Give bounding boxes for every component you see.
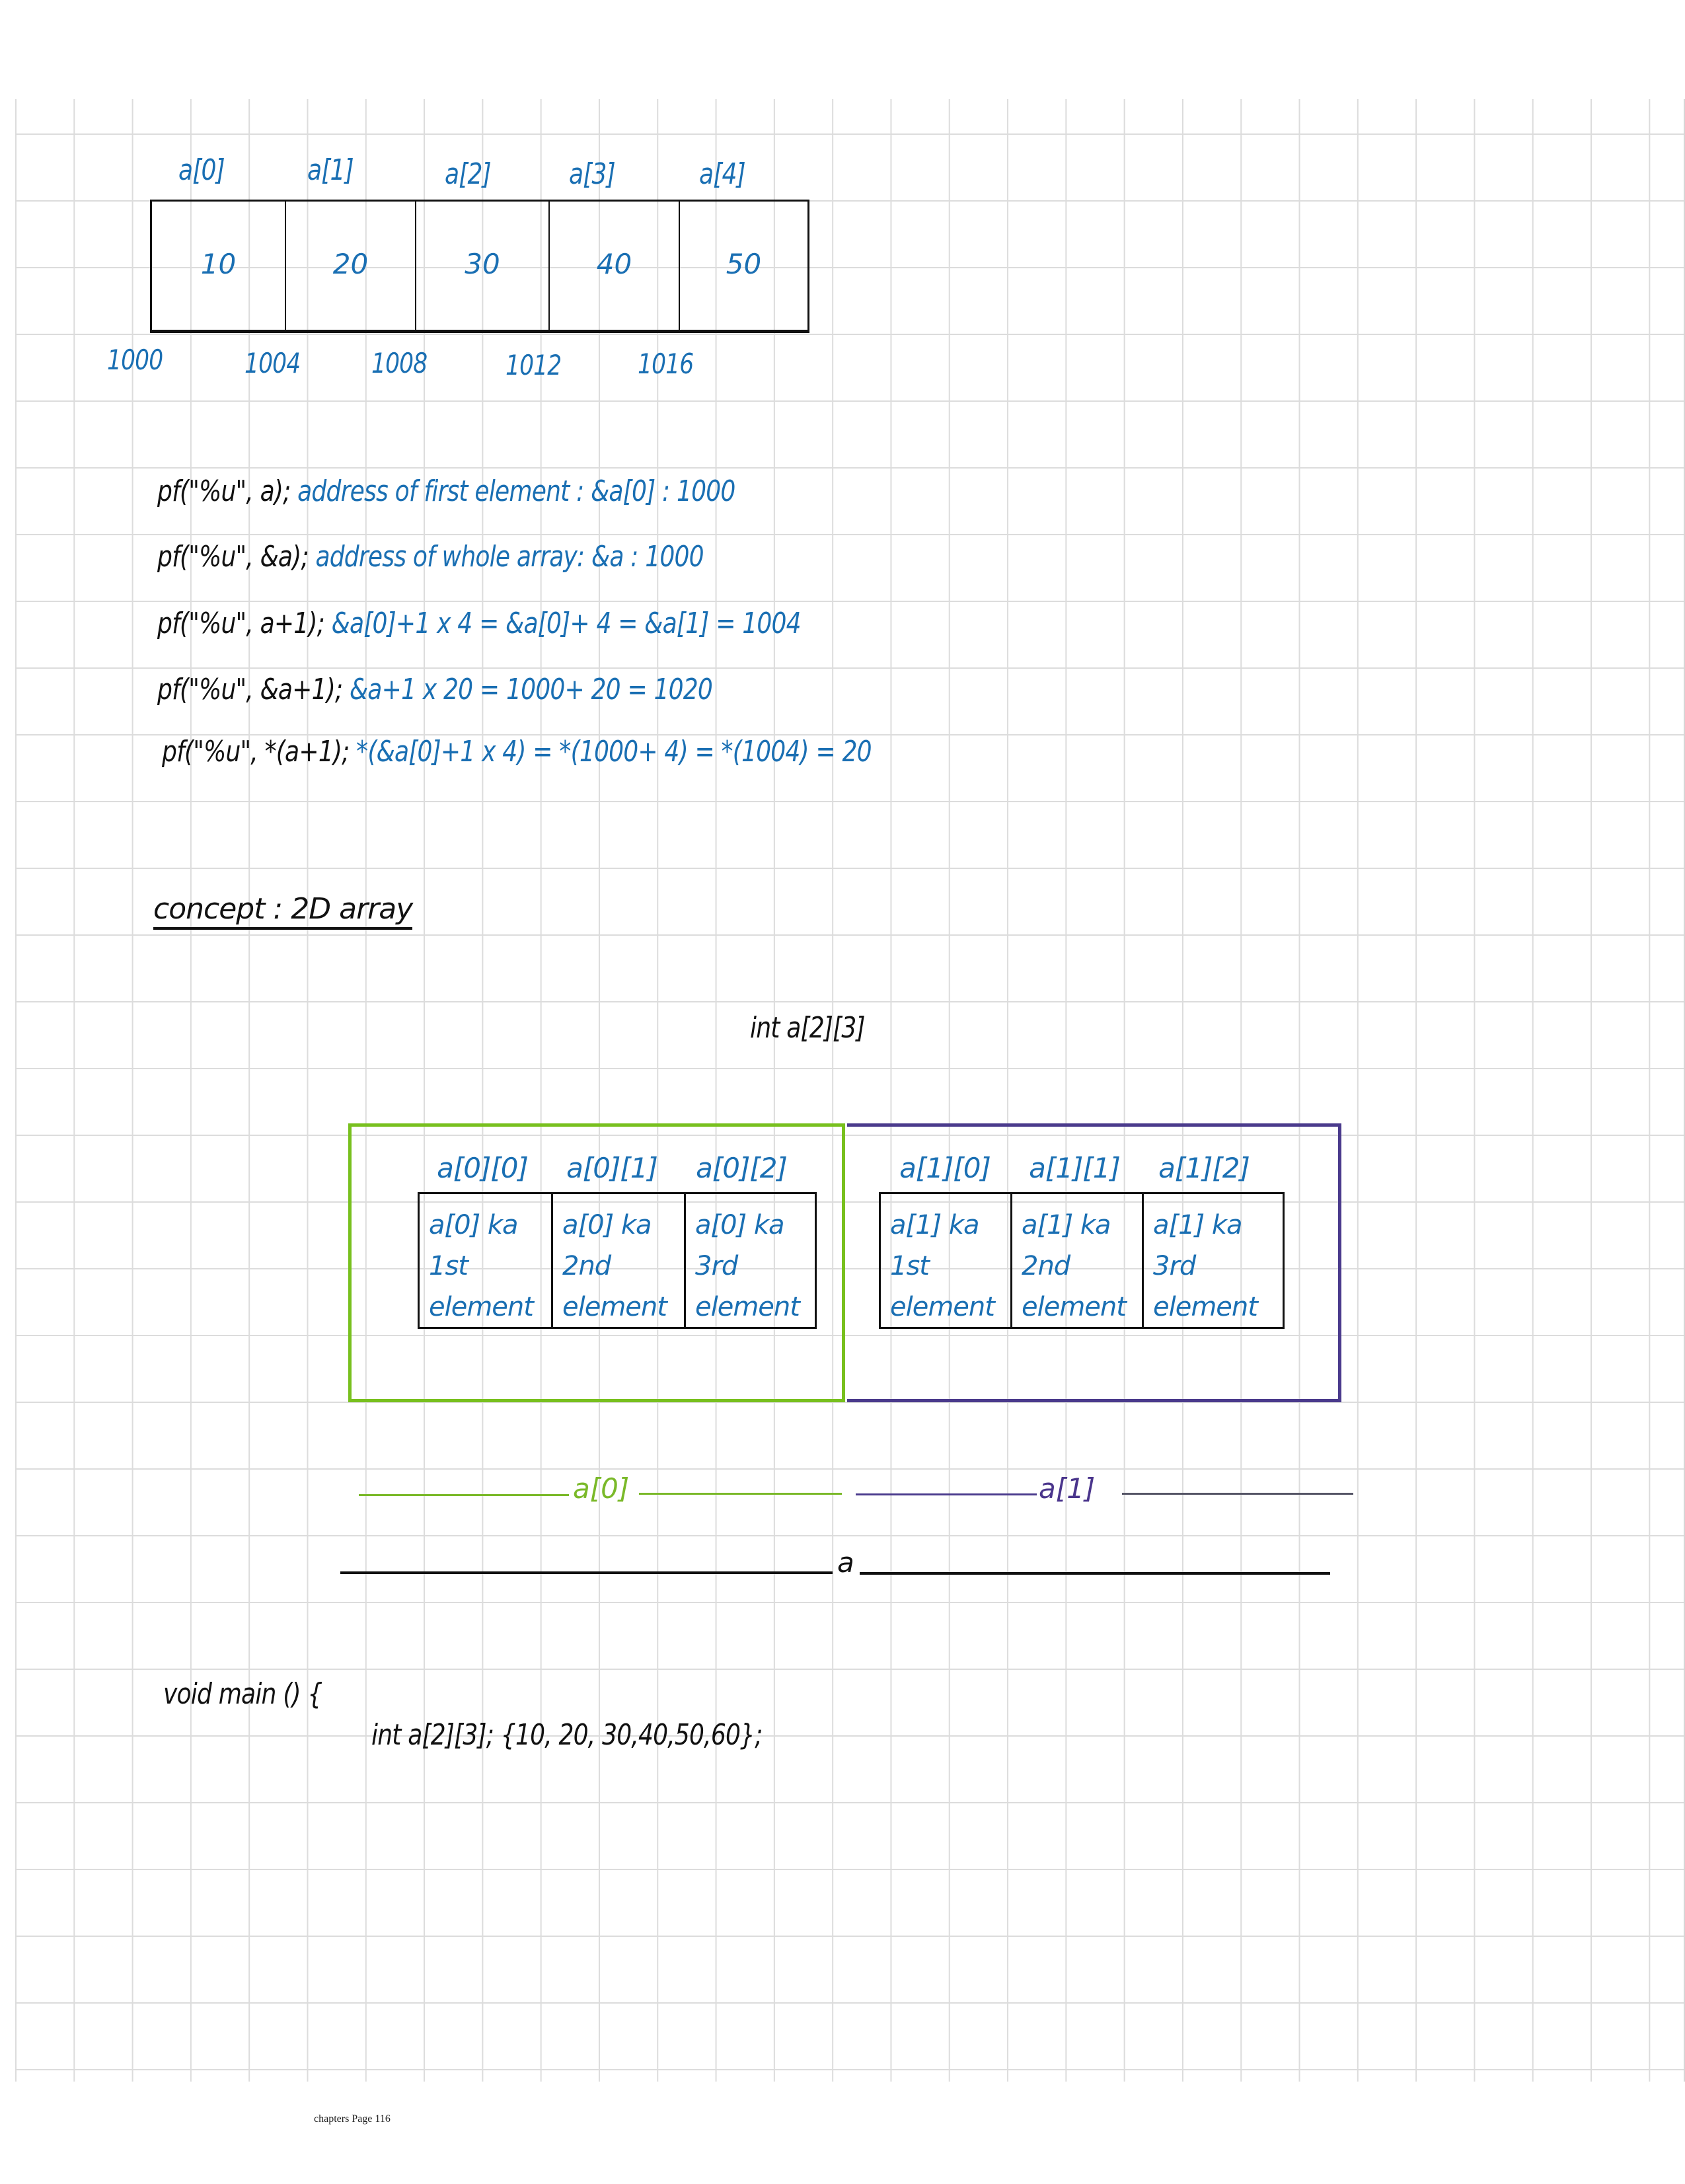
array-index-label: a[1]	[307, 153, 354, 187]
row-0-element-labels: a[0][0] a[0][1] a[0][2]	[418, 1152, 806, 1184]
address-label: 1012	[506, 349, 562, 381]
array-index-label: a[2]	[445, 157, 492, 191]
element-cell: a[0] ka 1st element	[420, 1194, 553, 1327]
code-note: &a[0]+1 x 4 = &a[0]+ 4 = &a[1] = 1004	[331, 607, 802, 640]
cell-line: 2nd	[562, 1251, 611, 1281]
row-1-span-label: a[1]	[1039, 1472, 1096, 1505]
cell-line: element	[695, 1292, 800, 1322]
array-1d-box: 10 20 30 40 50	[150, 200, 809, 333]
grid-paper-background	[15, 99, 1685, 2082]
row-0-group-box: a[0][0] a[0][1] a[0][2] a[0] ka 1st elem…	[348, 1123, 845, 1402]
cell-line: 3rd	[695, 1251, 738, 1281]
address-label: 1004	[244, 347, 301, 379]
element-index-label: a[1][0]	[899, 1152, 991, 1184]
code-text: pf("%u", a+1);	[157, 607, 325, 640]
element-index-label: a[1][2]	[1158, 1152, 1250, 1184]
row-1-element-labels: a[1][0] a[1][1] a[1][2]	[880, 1152, 1269, 1184]
whole-array-span-label: a	[837, 1546, 854, 1579]
element-index-label: a[0][2]	[696, 1152, 788, 1184]
address-label: 1016	[638, 348, 694, 380]
code-note: &a+1 x 20 = 1000+ 20 = 1020	[349, 673, 713, 706]
element-cell: a[0] ka 2nd element	[553, 1194, 686, 1327]
whole-array-span-line-right	[860, 1572, 1330, 1575]
array-value: 30	[465, 248, 500, 280]
cell-line: element	[1022, 1292, 1127, 1322]
element-index-label: a[0][0]	[437, 1152, 529, 1184]
row-0-cells: a[0] ka 1st element a[0] ka 2nd element …	[418, 1192, 817, 1329]
code-line: pf("%u", &a+1); &a+1 x 20 = 1000+ 20 = 1…	[157, 673, 713, 706]
row-0-span-label: a[0]	[573, 1472, 630, 1505]
element-cell: a[1] ka 2nd element	[1012, 1194, 1144, 1327]
cell-line: element	[890, 1292, 995, 1322]
array-cell: 20	[286, 202, 416, 330]
main-function-line: void main () {	[163, 1677, 322, 1711]
row-1-group-box: a[1][0] a[1][1] a[1][2] a[1] ka 1st elem…	[847, 1123, 1341, 1402]
row-0-span-line-left	[359, 1494, 569, 1496]
row-0-span-line-right	[639, 1493, 842, 1495]
section-heading: concept : 2D array	[153, 892, 413, 930]
cell-line: a[0] ka	[562, 1210, 652, 1240]
array-index-label: a[3]	[569, 157, 616, 191]
array-init-line: int a[2][3]; {10, 20, 30,40,50,60};	[371, 1718, 763, 1752]
code-text: pf("%u", &a);	[157, 540, 309, 574]
cell-line: a[0] ka	[695, 1210, 785, 1240]
array-index-label: a[0]	[178, 153, 225, 187]
cell-line: element	[429, 1292, 534, 1322]
cell-line: a[1] ka	[1153, 1210, 1243, 1240]
code-note: address of whole array: &a : 1000	[315, 540, 704, 574]
address-label: 1000	[107, 344, 163, 376]
array-cell: 50	[680, 202, 807, 330]
array-cell: 40	[550, 202, 680, 330]
element-index-label: a[0][1]	[566, 1152, 658, 1184]
array-cell: 10	[152, 202, 286, 330]
code-note: address of first element : &a[0] : 1000	[297, 474, 735, 508]
code-note: *(&a[0]+1 x 4) = *(1000+ 4) = *(1004) = …	[356, 735, 872, 769]
array-cell: 30	[416, 202, 550, 330]
array-value: 10	[200, 248, 237, 280]
row-1-span-line-left	[856, 1493, 1037, 1495]
element-cell: a[1] ka 3rd element	[1144, 1194, 1283, 1327]
code-line: pf("%u", a); address of first element : …	[157, 474, 735, 508]
code-line: pf("%u", &a); address of whole array: &a…	[157, 540, 704, 574]
element-cell: a[0] ka 3rd element	[686, 1194, 815, 1327]
cell-line: 1st	[890, 1251, 930, 1281]
cell-line: a[1] ka	[1022, 1210, 1111, 1240]
page-footer: chapters Page 116	[314, 2113, 391, 2125]
array-value: 20	[332, 248, 369, 280]
array-declaration: int a[2][3]	[750, 1011, 866, 1045]
cell-line: element	[1153, 1292, 1258, 1322]
cell-line: a[0] ka	[429, 1210, 519, 1240]
whole-array-span-line-left	[340, 1571, 833, 1574]
code-text: pf("%u", &a+1);	[157, 673, 343, 706]
cell-line: element	[562, 1292, 667, 1322]
element-index-label: a[1][1]	[1029, 1152, 1121, 1184]
address-label: 1008	[371, 347, 428, 379]
array-value: 50	[726, 248, 762, 280]
cell-line: 3rd	[1153, 1251, 1196, 1281]
array-index-label: a[4]	[699, 157, 746, 191]
element-cell: a[1] ka 1st element	[881, 1194, 1012, 1327]
code-text: pf("%u", *(a+1);	[162, 735, 350, 769]
row-1-cells: a[1] ka 1st element a[1] ka 2nd element …	[879, 1192, 1285, 1329]
cell-line: 1st	[429, 1251, 468, 1281]
cell-line: 2nd	[1022, 1251, 1070, 1281]
array-value: 40	[596, 248, 632, 280]
cell-line: a[1] ka	[890, 1210, 980, 1240]
code-line: pf("%u", a+1); &a[0]+1 x 4 = &a[0]+ 4 = …	[157, 607, 802, 640]
code-line: pf("%u", *(a+1); *(&a[0]+1 x 4) = *(1000…	[162, 735, 872, 769]
row-1-span-line-right	[1122, 1493, 1353, 1495]
code-text: pf("%u", a);	[157, 474, 291, 508]
